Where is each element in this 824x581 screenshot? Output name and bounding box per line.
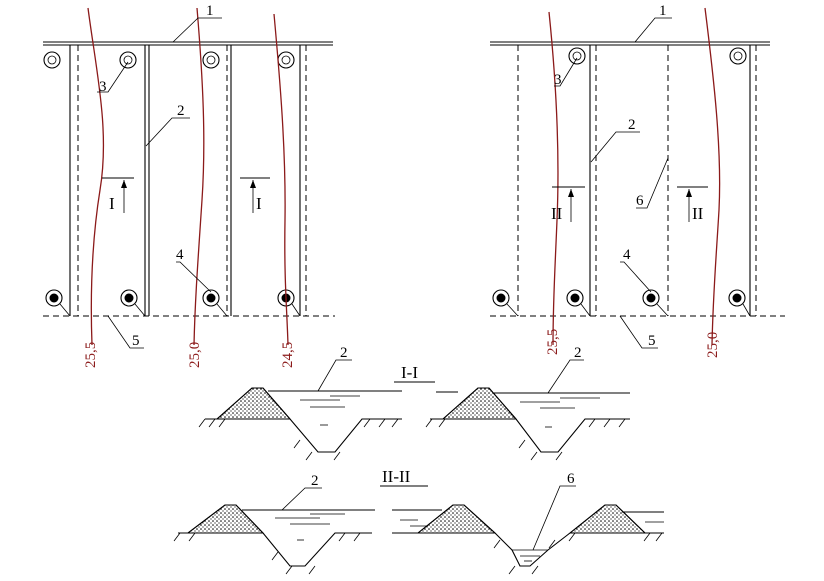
label-6: 6 bbox=[636, 193, 644, 209]
well-filled-icon bbox=[642, 289, 660, 307]
contour-label: 25,5 bbox=[545, 329, 561, 355]
well-open-icon bbox=[729, 47, 747, 65]
label-1: 1 bbox=[206, 3, 214, 19]
well-filled-icon bbox=[45, 289, 63, 307]
label-3: 3 bbox=[554, 72, 562, 88]
contour-label: 25,0 bbox=[705, 332, 721, 358]
well-filled-icon bbox=[566, 289, 584, 307]
well-open-icon bbox=[43, 51, 61, 69]
contour-label: 25,5 bbox=[83, 342, 99, 368]
right-plan bbox=[490, 7, 785, 349]
section-II-II bbox=[173, 485, 664, 575]
well-filled-icon bbox=[202, 289, 220, 307]
contour-label: 24,5 bbox=[280, 342, 296, 368]
section-mark-I: I bbox=[109, 194, 115, 213]
contour-label: 25,0 bbox=[187, 342, 203, 368]
label-2: 2 bbox=[340, 345, 348, 361]
label-5: 5 bbox=[132, 333, 140, 349]
label-4: 4 bbox=[623, 247, 631, 263]
text-labels: 1 3 2 I I 4 5 1 3 2 6 II II 4 5 I-I 2 2 … bbox=[83, 3, 721, 489]
section-mark-II: II bbox=[692, 204, 704, 223]
section-title-II-II: II-II bbox=[382, 467, 411, 486]
contour-line bbox=[273, 13, 289, 346]
contour-line bbox=[704, 7, 721, 346]
label-4: 4 bbox=[176, 247, 184, 263]
label-5: 5 bbox=[648, 333, 656, 349]
label-2: 2 bbox=[311, 473, 319, 489]
well-filled-icon bbox=[492, 289, 510, 307]
well-open-icon bbox=[568, 47, 586, 65]
label-6: 6 bbox=[567, 471, 575, 487]
label-1: 1 bbox=[659, 3, 667, 19]
label-2: 2 bbox=[177, 103, 185, 119]
section-mark-II: II bbox=[551, 204, 563, 223]
label-2: 2 bbox=[628, 117, 636, 133]
well-open-icon bbox=[202, 51, 220, 69]
label-3: 3 bbox=[99, 79, 107, 95]
well-filled-icon bbox=[728, 289, 746, 307]
contour-line bbox=[193, 7, 205, 346]
label-2: 2 bbox=[574, 345, 582, 361]
left-plan bbox=[43, 7, 335, 349]
well-open-icon bbox=[277, 51, 295, 69]
contour-line bbox=[548, 11, 559, 346]
well-filled-icon bbox=[120, 289, 138, 307]
section-title-I-I: I-I bbox=[401, 363, 418, 382]
section-mark-I: I bbox=[256, 194, 262, 213]
section-I-I bbox=[198, 359, 630, 461]
well-open-icon bbox=[119, 51, 137, 69]
contour-line bbox=[87, 7, 105, 346]
